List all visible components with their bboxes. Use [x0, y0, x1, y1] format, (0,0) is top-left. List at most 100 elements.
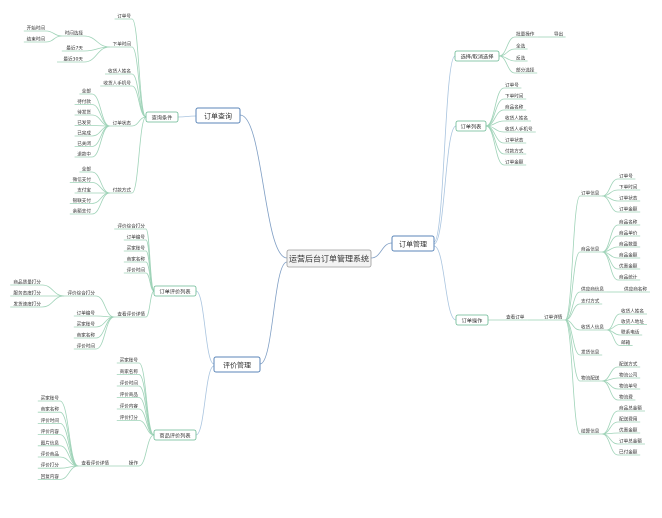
detail-item: 订单金额: [619, 206, 638, 213]
order-review-list-node[interactable]: [153, 285, 197, 297]
detail-logistics: 物流配送: [581, 375, 600, 382]
supplier-name: 供应商名称: [624, 286, 647, 293]
goods-detail-field: 图片信息: [41, 439, 60, 446]
detail-item: 物流公司: [619, 372, 638, 379]
query-order-time: 下单时间: [113, 41, 132, 48]
last-30-days: 最近30天: [63, 56, 83, 63]
list-field: 订单金额: [505, 159, 524, 166]
order-query-title: 订单查询: [204, 112, 232, 121]
detail-item: 商品数量: [619, 241, 638, 248]
order-management-node[interactable]: [391, 235, 435, 252]
detail-item: 商品总金额: [619, 405, 642, 412]
detail-supplier: 供应商信息: [581, 286, 604, 293]
detail-item: 优惠金额: [619, 263, 638, 270]
goods-review-list-node[interactable]: [153, 429, 197, 441]
view-review-detail: 查看评价详情: [117, 311, 145, 318]
invert-selection: 反选: [516, 55, 526, 62]
detail-item: 订单总金额: [619, 438, 642, 445]
detail-score-item: 服务态度打分: [13, 290, 41, 297]
time-select: 时间选择: [65, 30, 84, 37]
detail-item: 订单状态: [619, 195, 638, 202]
order-ops-node[interactable]: [455, 314, 489, 326]
detail-score-item: 发货速度打分: [13, 301, 41, 308]
select-cancel-node[interactable]: [454, 50, 500, 62]
goods-detail-field: 评价时间: [41, 417, 60, 424]
order-review-field: 买家账号: [127, 245, 146, 252]
query-conditions-node[interactable]: [145, 111, 179, 123]
status-option: 退款中: [77, 151, 91, 158]
order-detail: 订单详情: [544, 314, 563, 321]
order-list-label: 订单列表: [461, 122, 483, 130]
order-review-field: 评价时间: [127, 267, 146, 274]
list-field: 收货人手机号: [505, 126, 533, 133]
detail-item: 收货人地址: [621, 318, 644, 325]
pay-method-option: 全部: [82, 166, 92, 173]
export-action: 导出: [554, 31, 564, 38]
detail-item: 优惠金额: [619, 427, 638, 434]
detail-item: 下单时间: [619, 184, 638, 191]
status-option: 待付款: [77, 98, 91, 105]
view-goods-review-detail: 查看评价详情: [81, 460, 109, 467]
list-field: 收货人姓名: [505, 115, 528, 122]
detail-pay-method: 支付方式: [581, 298, 600, 305]
order-review-list-label: 订单评价列表: [159, 287, 191, 295]
list-field: 订单状态: [505, 137, 524, 144]
list-field: 订单号: [505, 82, 519, 89]
detail-field: 商家名称: [77, 332, 96, 339]
detail-field: 订单编号: [77, 310, 96, 317]
mind-map-nodes: 运营后台订单管理系统订单查询订单管理评价管理查询条件订单号下单时间时间选择开始时…: [13, 13, 647, 480]
order-query-node[interactable]: [195, 107, 241, 124]
connector-lines: [10, 18, 650, 480]
goods-review-list-label: 商品评价列表: [159, 431, 191, 439]
pay-method-option: 银联支付: [73, 197, 92, 204]
status-option: 已发货: [77, 119, 91, 126]
end-time: 结束时间: [27, 36, 46, 43]
detail-item: 物流费: [619, 394, 633, 401]
detail-delivery-info: 发货信息: [581, 349, 600, 356]
pay-method-option: 支付宝: [77, 187, 91, 194]
detail-item: 商品单价: [619, 230, 638, 237]
pay-method-option: 微信支付: [73, 176, 92, 183]
detail-item: 已付金额: [619, 449, 638, 456]
order-review-field: 评价综合打分: [117, 223, 145, 230]
query-conditions-label: 查询条件: [152, 113, 173, 121]
root-title: 运营后台订单管理系统: [289, 254, 369, 264]
detail-item: 商品统计: [619, 274, 638, 281]
batch-operation: 批量操作: [516, 31, 535, 38]
status-option: 待发货: [77, 109, 91, 116]
query-pay-method: 付款方式: [113, 187, 132, 194]
detail-field: 买家账号: [77, 321, 96, 328]
detail-item: 订单号: [619, 173, 633, 180]
goods-detail-field: 商家名称: [41, 406, 60, 413]
start-time: 开始时间: [27, 25, 46, 32]
detail-item: 商品名称: [619, 219, 638, 226]
detail-item: 商品金额: [619, 252, 638, 259]
detail-item: 收货人姓名: [621, 308, 644, 315]
order-review-field: 订单编号: [127, 234, 146, 241]
detail-order-info: 订单信息: [581, 190, 600, 197]
goods-detail-field: 回复内容: [41, 473, 60, 480]
query-order-status: 订单状态: [113, 120, 132, 127]
review-management-node[interactable]: [213, 356, 261, 373]
detail-settle: 结算信息: [581, 428, 600, 435]
order-review-field: 商家名称: [127, 256, 146, 263]
partial-selection: 部分选择: [516, 67, 535, 74]
root-node[interactable]: [286, 249, 372, 268]
detail-item: 配送方式: [619, 361, 638, 368]
order-ops-label: 订单操作: [462, 316, 483, 324]
query-receiver-name: 收货人姓名: [108, 68, 131, 75]
select-all: 全选: [516, 43, 526, 50]
status-option: 全部: [82, 88, 92, 95]
status-option: 已关闭: [77, 140, 91, 147]
select-cancel-label: 选择/取消选择: [461, 52, 495, 60]
order-list-node[interactable]: [455, 120, 487, 132]
goods-detail-field: 评价内容: [41, 428, 60, 435]
list-field: 付款方式: [505, 148, 524, 155]
detail-score-item: 商品质量打分: [13, 279, 41, 286]
order-management-title: 订单管理: [399, 240, 427, 249]
last-7-days: 最近7天: [66, 45, 83, 52]
goods-detail-field: 评价打分: [41, 462, 60, 469]
detail-goods-info: 商品信息: [581, 246, 600, 253]
goods-review-field: 评价内容: [120, 403, 139, 410]
